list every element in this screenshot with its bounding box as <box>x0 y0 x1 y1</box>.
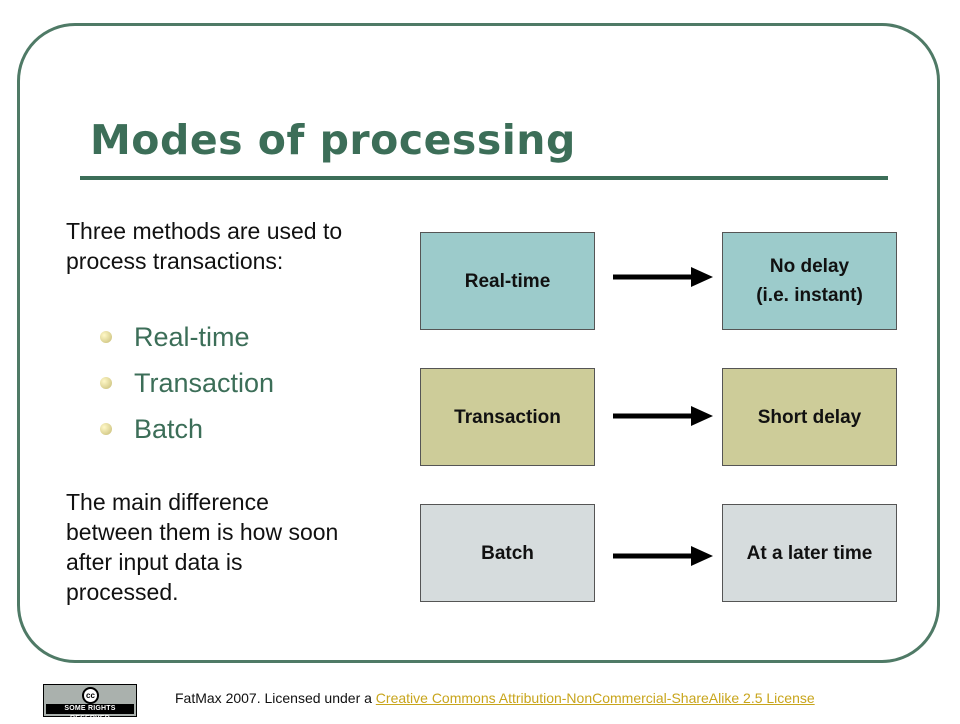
cc-logo-icon: cc <box>82 687 99 704</box>
delay-box-line1: No delay <box>769 256 850 277</box>
bullet-item: Transaction <box>100 360 274 406</box>
right-arrow-icon <box>613 267 713 287</box>
mode-box-transaction: Transaction <box>420 368 595 466</box>
bullet-label: Transaction <box>134 368 275 398</box>
delay-box-batch: At a later time <box>722 504 897 602</box>
intro-text: Three methods are used to process transa… <box>66 218 343 274</box>
mode-box-realtime: Real-time <box>420 232 595 330</box>
bullet-dot-icon <box>100 423 112 435</box>
footer-credit: FatMax 2007. Licensed under a Creative C… <box>175 690 815 706</box>
delay-box-line1: At a later time <box>746 542 873 564</box>
cc-license-badge[interactable]: cc SOME RIGHTS RESERVED <box>43 684 137 722</box>
slide-frame <box>17 23 940 663</box>
bullet-label: Real-time <box>134 322 250 352</box>
outro-text: The main difference between them is how … <box>66 489 339 605</box>
delay-box-line1: Short delay <box>757 406 862 428</box>
delay-box-line2: (i.e. instant) <box>756 285 863 306</box>
mode-box-label: Transaction <box>454 406 561 428</box>
title-underline <box>80 176 888 180</box>
footer-credit-text: FatMax 2007. Licensed under a <box>175 690 376 706</box>
right-arrow-icon <box>613 546 713 566</box>
bullet-label: Batch <box>134 414 204 444</box>
mode-box-batch: Batch <box>420 504 595 602</box>
delay-box-transaction: Short delay <box>722 368 897 466</box>
bullet-item: Batch <box>100 406 274 452</box>
delay-box-text: No delay (i.e. instant) <box>756 252 863 310</box>
bullet-dot-icon <box>100 331 112 343</box>
right-arrow-icon <box>613 406 713 426</box>
bullet-list: Real-time Transaction Batch <box>100 314 274 452</box>
mode-box-label: Batch <box>481 542 534 564</box>
delay-box-realtime: No delay (i.e. instant) <box>722 232 897 330</box>
cc-badge-text: SOME RIGHTS RESERVED <box>46 704 134 722</box>
bullet-dot-icon <box>100 377 112 389</box>
license-link[interactable]: Creative Commons Attribution-NonCommerci… <box>375 690 815 706</box>
slide-title: Modes of processing <box>90 116 576 164</box>
mode-box-label: Real-time <box>464 270 551 292</box>
bullet-item: Real-time <box>100 314 274 360</box>
